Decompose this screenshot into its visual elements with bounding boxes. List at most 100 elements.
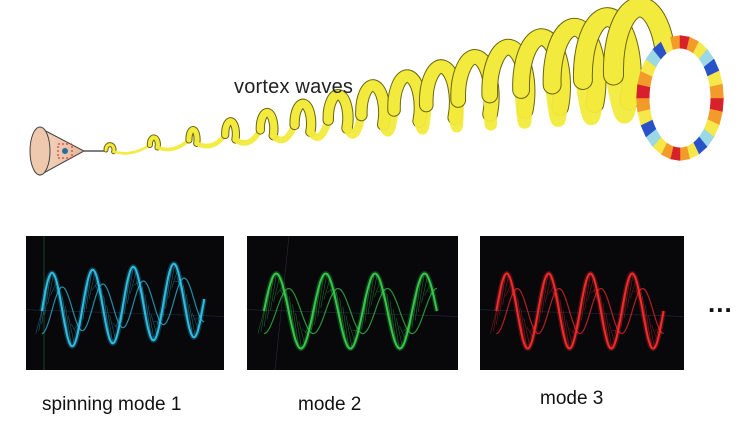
- helix-mesh-line: [85, 269, 93, 310]
- helix-mesh-line: [424, 283, 431, 296]
- helix-mesh-line: [364, 278, 372, 323]
- mode-1-helix-render: [26, 236, 224, 370]
- helix-link: [194, 132, 228, 149]
- helix-mesh-line: [399, 325, 406, 340]
- helix-mesh-line: [168, 264, 175, 299]
- helix-mesh-line: [171, 269, 178, 289]
- helix-mesh-line: [611, 329, 619, 332]
- helix-mesh-line: [648, 315, 655, 348]
- helix-coil-face: [186, 127, 200, 146]
- helix-mesh-line: [367, 273, 375, 315]
- helix-edge-lower: [263, 287, 437, 335]
- helix-mesh-line: [566, 320, 573, 346]
- helix-mesh-line: [186, 294, 193, 337]
- helix-mesh-line: [526, 326, 534, 339]
- helix-mesh-line: [348, 323, 356, 343]
- helix-mesh-line: [292, 304, 299, 347]
- helix-mesh-line: [414, 276, 422, 321]
- antenna-horn: [29, 126, 108, 176]
- helix-mesh-line: [651, 324, 658, 341]
- helix-mesh-line: [109, 314, 116, 340]
- helix-edge: [495, 272, 665, 350]
- helix-mesh-line: [47, 273, 54, 305]
- vortex-helix: [103, 0, 677, 155]
- helix-mesh-line: [602, 302, 610, 347]
- helix-mesh-line: [317, 274, 324, 317]
- mode-3-image: [480, 236, 684, 370]
- helix-mesh-line: [569, 328, 576, 335]
- helix-mesh-line: [541, 273, 549, 314]
- mode-2-image: [247, 236, 458, 370]
- helix-mesh-line: [523, 317, 531, 347]
- helix-link: [575, 72, 603, 126]
- helix-coil-face: [222, 118, 240, 143]
- helix-mesh-line: [50, 281, 57, 296]
- helix-mesh-line: [626, 273, 634, 308]
- helix-link: [112, 143, 152, 155]
- helix-mesh-line: [374, 281, 381, 298]
- helix-mesh-line: [581, 276, 588, 321]
- helix-coil-face: [513, 29, 570, 116]
- helix-mesh-line: [490, 310, 497, 334]
- vortex-waves-label: vortex waves: [234, 76, 354, 98]
- helix-mesh-line: [314, 281, 321, 325]
- helix-mesh-line: [629, 280, 637, 299]
- helix-mesh-line: [133, 281, 140, 286]
- helix-mesh-line: [584, 273, 591, 311]
- helix-mesh-line: [547, 285, 555, 295]
- helix-link: [155, 138, 191, 152]
- helix-edge-lower: [496, 288, 664, 335]
- helix-mesh-line: [418, 273, 425, 312]
- helix-mesh-line: [342, 306, 350, 348]
- helix-mesh-line: [130, 270, 137, 294]
- helix-mesh-line: [587, 277, 594, 301]
- helix-mesh-line: [590, 288, 597, 294]
- helix-mesh-line: [301, 328, 309, 335]
- helix-mesh-line: [91, 281, 99, 291]
- helix-mesh-line: [563, 310, 570, 349]
- helix-mesh-line: [68, 315, 75, 345]
- helix-edge-lower: [41, 277, 205, 335]
- helix-mesh-line: [276, 285, 284, 295]
- helix-mesh-line: [189, 304, 196, 337]
- helix-coil-face: [104, 143, 116, 154]
- mode-2-caption: mode 2: [298, 394, 362, 415]
- helix-mesh-line: [623, 275, 631, 319]
- helix-mesh-line: [65, 305, 72, 347]
- helix-mesh-line: [352, 329, 359, 332]
- helix-coil-face: [323, 90, 353, 133]
- helix-coil-face: [573, 8, 641, 110]
- helix-mesh-line: [345, 315, 353, 348]
- helix-mesh-line: [560, 300, 567, 345]
- helix-mesh-line: [88, 272, 96, 299]
- helix-mesh-line: [298, 321, 306, 345]
- helix-mesh-line: [103, 295, 110, 340]
- helix-mesh-line: [35, 310, 43, 334]
- helix-mesh-line: [544, 276, 552, 303]
- helix-mesh-line: [153, 321, 160, 323]
- helix-coil-face: [543, 18, 606, 113]
- phase-ring: [636, 35, 724, 161]
- helix-link: [605, 66, 638, 124]
- helix-mesh-line: [605, 312, 613, 349]
- mode-3-caption: mode 3: [540, 388, 604, 409]
- helix-mesh-line: [71, 323, 78, 336]
- helix-mesh-line: [257, 310, 265, 334]
- helix-mesh-line: [165, 265, 172, 309]
- helix-mesh-line: [295, 312, 302, 349]
- mode-3-helix-render: [480, 236, 684, 370]
- helix-mesh-line: [323, 278, 331, 300]
- helix-mesh-line: [326, 288, 334, 294]
- helix-mesh-line: [320, 273, 328, 308]
- helix-mesh-line: [270, 273, 277, 311]
- helix-coil-face: [290, 99, 316, 137]
- helix-mesh-line: [396, 317, 403, 347]
- helix-link: [545, 77, 568, 127]
- helix-mesh-line: [273, 276, 280, 302]
- helix-mesh-line: [267, 276, 274, 320]
- helix-coil-face: [356, 80, 390, 130]
- helix-mesh-line: [421, 276, 428, 303]
- helix-mesh-line: [608, 322, 616, 344]
- mode-1-caption: spinning mode 1: [42, 394, 182, 415]
- helix-edge: [40, 262, 206, 348]
